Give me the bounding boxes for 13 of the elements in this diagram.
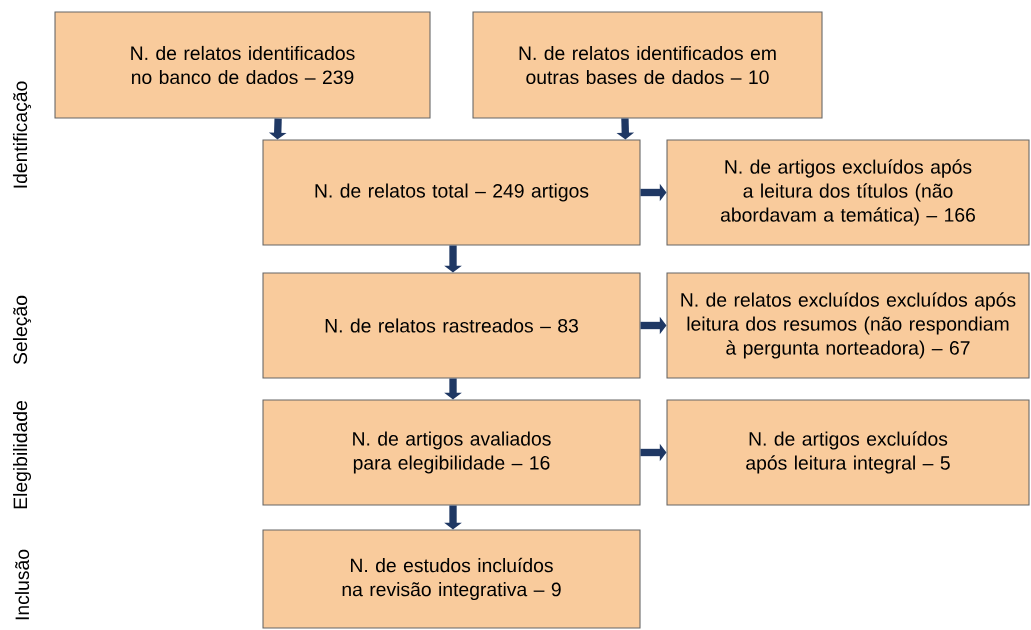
process-box: N. de estudos incluídos na revisão integrativa – 9	[262, 529, 641, 629]
stage-label: Elegibilidade	[13, 401, 31, 509]
stage-label: Identificação	[12, 81, 32, 188]
stage-label: Inclusão	[14, 549, 30, 620]
stage-label: Seleção	[12, 295, 32, 365]
process-box: N. de artigos excluídos após leitura integral – 5	[666, 399, 1030, 506]
process-box: N. de relatos identificados no banco de dados – 239	[54, 11, 431, 119]
process-box: N. de relatos identificados em outras bases de dados – 10	[472, 11, 823, 119]
process-box: N. de relatos excluídos excluídos após leitura dos resumos (não respondiam à pergunta norteadora) – 67	[666, 272, 1030, 379]
process-box: N. de relatos rastreados – 83	[262, 272, 641, 379]
process-box: N. de relatos total – 249 artigos	[262, 139, 641, 246]
process-box: N. de artigos excluídos após a leitura dos títulos (não abordavam a temática) – 166	[666, 139, 1030, 246]
process-box: N. de artigos avaliados para elegibilidade – 16	[262, 399, 641, 506]
